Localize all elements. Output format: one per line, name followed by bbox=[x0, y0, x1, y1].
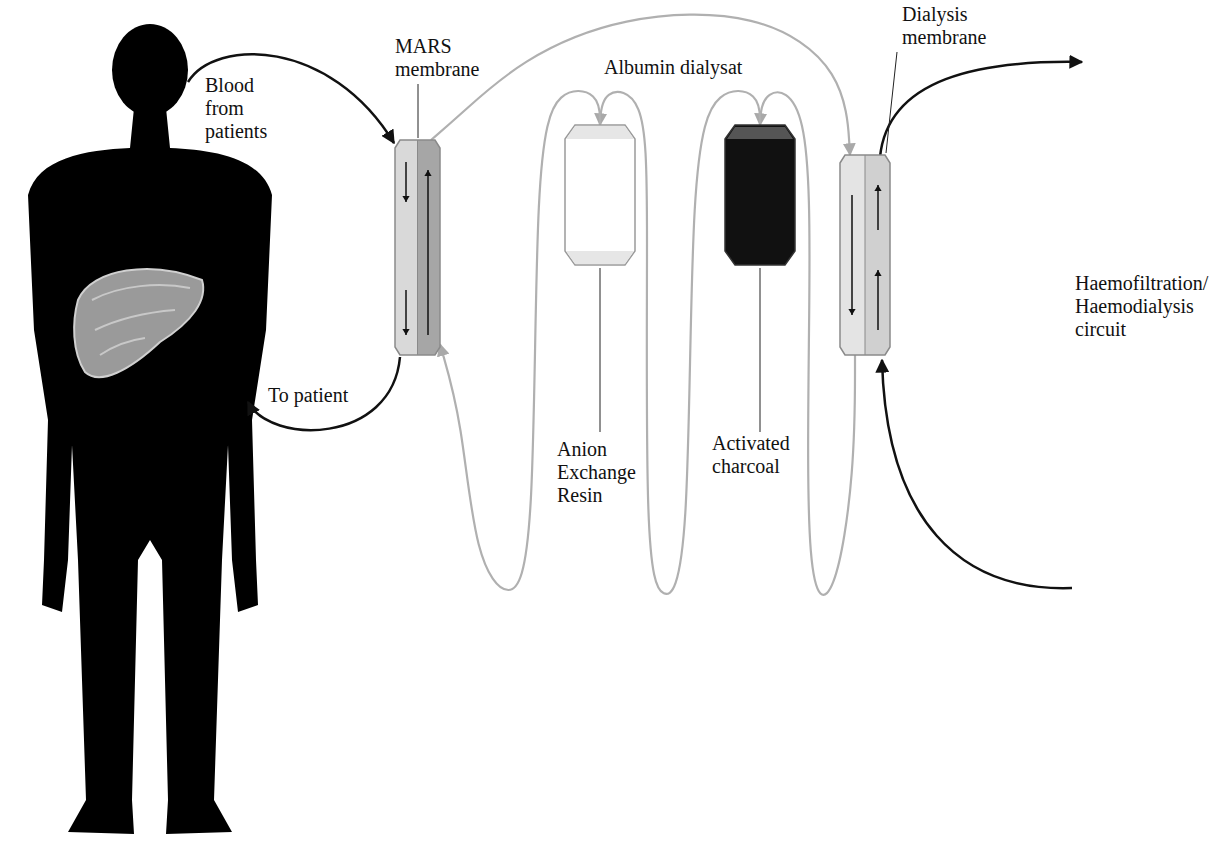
flow-arrow bbox=[405, 290, 407, 335]
resin-column: Anion Exchange Resin bbox=[565, 125, 635, 265]
shape-group bbox=[725, 125, 795, 265]
dialysis-membrane: Dialysis membrane bbox=[840, 155, 890, 355]
arrow-head bbox=[424, 170, 431, 176]
blood-return-arrow bbox=[248, 357, 400, 430]
membrane-half bbox=[865, 155, 890, 355]
charcoal-column-shape bbox=[725, 125, 795, 265]
flow-arrow bbox=[877, 270, 879, 330]
leader-line bbox=[418, 84, 419, 138]
flow-label: Blood from patients bbox=[205, 74, 290, 143]
flow-label: To patient bbox=[268, 384, 388, 407]
shape-group bbox=[565, 125, 635, 265]
membrane-divider bbox=[417, 140, 418, 355]
blood-out-arrow bbox=[188, 54, 394, 143]
arrow-head bbox=[402, 329, 409, 335]
membrane-outline bbox=[395, 140, 440, 355]
column-body bbox=[725, 125, 795, 265]
flow-label: Albumin dialysat bbox=[602, 56, 744, 79]
node-label: Dialysis membrane bbox=[902, 3, 997, 49]
flow-arrow bbox=[877, 185, 879, 230]
charcoal-column: Activated charcoal bbox=[725, 125, 795, 265]
arrow-head bbox=[874, 185, 881, 191]
resin-column-shape bbox=[565, 125, 635, 265]
membrane-half bbox=[418, 140, 441, 355]
column-cap bbox=[566, 126, 634, 139]
patient-silhouette bbox=[28, 24, 272, 834]
leader-lines bbox=[418, 52, 897, 432]
membrane-outline bbox=[840, 155, 890, 355]
mars-membrane: MARS membrane bbox=[395, 140, 440, 355]
head bbox=[112, 24, 188, 116]
column-body bbox=[565, 125, 635, 265]
arrow-head bbox=[848, 309, 855, 315]
flow-arrow bbox=[851, 195, 853, 315]
liver bbox=[74, 269, 203, 377]
liver-texture bbox=[92, 285, 190, 355]
body bbox=[28, 108, 272, 834]
leader-line bbox=[600, 268, 601, 432]
liver-outline bbox=[74, 269, 203, 377]
mars-membrane-shape bbox=[395, 140, 440, 355]
circuit-label: Haemofiltration/ Haemodialysis circuit bbox=[1075, 272, 1223, 341]
flow-arrow bbox=[427, 170, 429, 335]
column-cap bbox=[727, 127, 793, 139]
node-label: MARS membrane bbox=[395, 35, 490, 81]
dialysate-flow bbox=[431, 15, 850, 155]
membrane-half bbox=[395, 140, 418, 355]
node-label: Activated charcoal bbox=[712, 432, 798, 478]
dialysis-in-arrow bbox=[882, 360, 1072, 588]
arrow-head bbox=[402, 196, 409, 202]
node-label: Anion Exchange Resin bbox=[557, 438, 641, 507]
membrane-divider bbox=[865, 155, 866, 355]
membrane-half bbox=[840, 155, 865, 355]
leader-line bbox=[760, 268, 761, 432]
arrow-head bbox=[874, 270, 881, 276]
column-cap bbox=[566, 251, 634, 264]
dialysis-membrane-shape bbox=[840, 155, 890, 355]
shape-group bbox=[395, 140, 440, 355]
dialysis-out-arrow bbox=[880, 62, 1082, 157]
shape-group bbox=[840, 155, 890, 355]
leader-line bbox=[886, 52, 897, 153]
